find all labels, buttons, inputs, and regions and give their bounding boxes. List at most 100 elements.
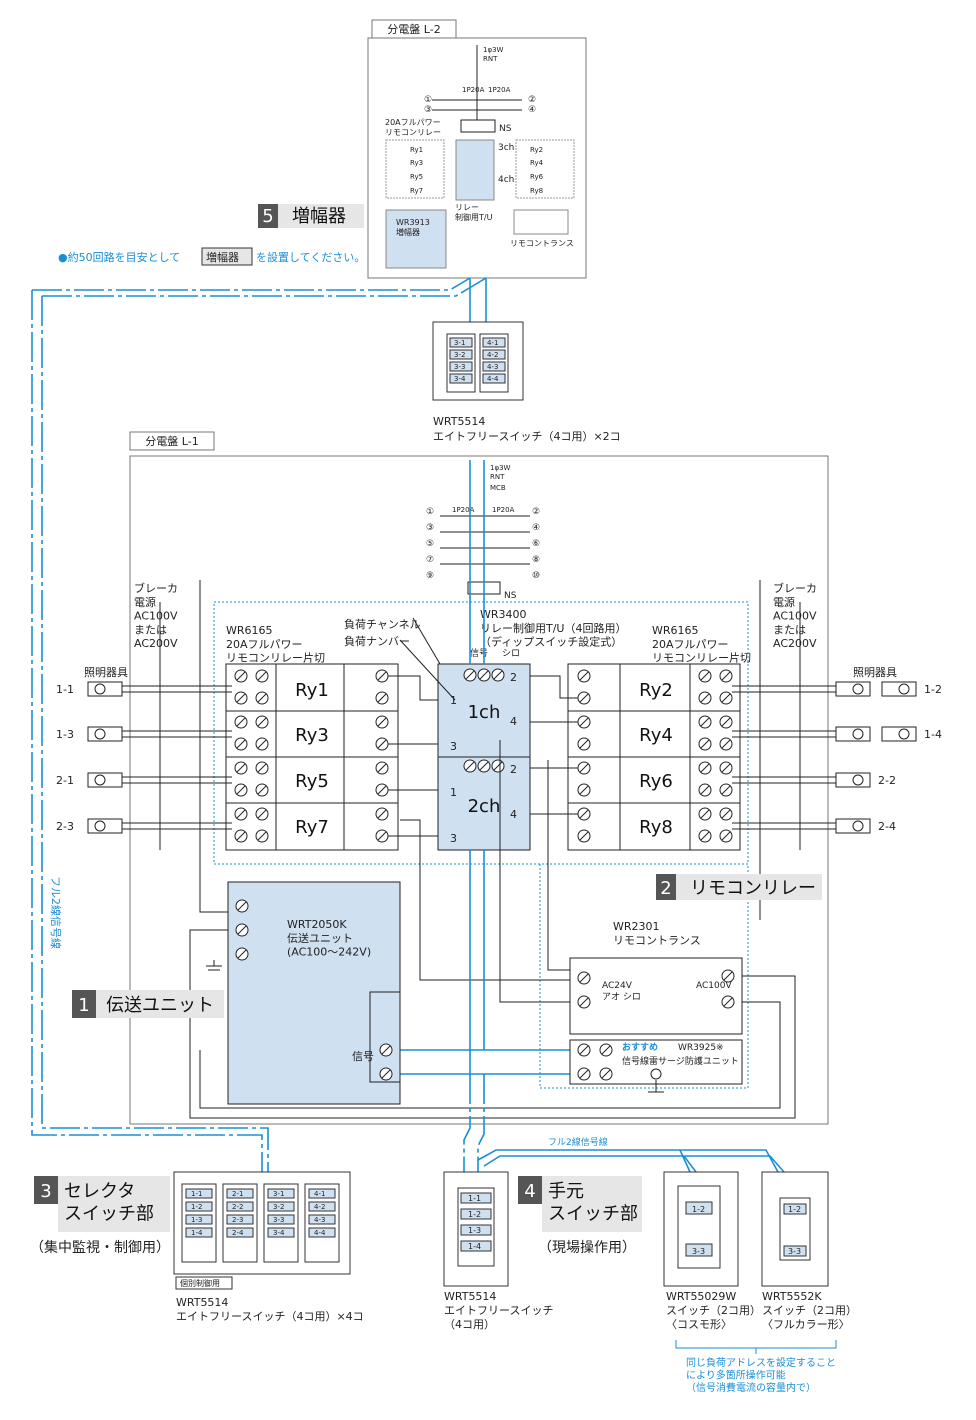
section-1-title: 伝送ユニット [106, 995, 214, 1016]
surge-desc: 信号線雷サージ防護ユニット [622, 1055, 739, 1067]
switch-label: 3-3 [454, 363, 465, 371]
local-switch-label: 1-2 [468, 1210, 481, 1219]
panel-l1-ns: NS [504, 591, 517, 601]
panel-l2-relay-tu: リレー制御用T/U [455, 203, 493, 222]
switch-label: 4-3 [487, 363, 498, 371]
relay-label: Ry7 [295, 817, 329, 838]
panel-l2-circuit-4: ④ [528, 105, 536, 115]
switch-label: 3-1 [454, 339, 465, 347]
amp-note: ●約50回路を目安として 増幅器 を設置してください。 [58, 247, 365, 266]
local-switch: 1-1 1-2 1-3 1-4 WRT5514 エイトフリースイッチ（4コ用） [443, 1171, 553, 1331]
panel-l2-relay: Ry3 [410, 159, 423, 167]
selector-switch-button [308, 1227, 336, 1238]
panel-l2-relay: Ry4 [530, 159, 544, 167]
surge-recommend: おすすめ [622, 1042, 658, 1053]
tu-signal-label: 信号 [470, 647, 488, 659]
panel-l2-ch3: 3ch [498, 143, 514, 153]
selector-switch-label: 2-4 [232, 1229, 244, 1237]
load-number-label: 負荷ナンバー [344, 635, 410, 648]
tu-shiro-label: シロ [502, 649, 520, 659]
panel-l1-circuit: ④ [532, 523, 540, 533]
switch-label: 3-4 [454, 375, 466, 383]
fullcolor-switch-label: 1-2 [788, 1205, 801, 1214]
fullcolor-switch-desc: スイッチ（2コ用）〈フルカラー形〉 [762, 1304, 857, 1331]
selector-model: WRT5514 [176, 1296, 228, 1309]
panel-l1-circuit: ⑦ [426, 555, 434, 565]
section-3-title: セレクタスイッチ部 [64, 1181, 154, 1225]
selector-tag: 個別制御用 [180, 1278, 220, 1288]
panel-l2-transformer: リモコントランス [510, 239, 574, 248]
switch-label: 4-4 [487, 375, 499, 383]
tu-num: 2 [510, 671, 517, 684]
selector-switch-label: 1-1 [191, 1190, 202, 1198]
section-3-sub: （集中監視・制御用） [30, 1239, 170, 1256]
tu-num: 3 [450, 832, 457, 845]
selector-switch-label: 4-2 [314, 1203, 325, 1211]
panel-l2-relay: Ry1 [410, 146, 423, 154]
local-switch-desc: エイトフリースイッチ（4コ用） [444, 1304, 553, 1331]
circuit-label: 1-3 [56, 728, 74, 741]
panel-l2-circuit-3: ③ [424, 105, 432, 115]
tu-num: 4 [510, 715, 517, 728]
section-2-num: 2 [660, 878, 671, 899]
tu-ch2: 2ch [468, 796, 501, 817]
cosmo-switch-label: 3-3 [692, 1247, 705, 1256]
section-5-amplifier: 5 増幅器 [258, 204, 364, 228]
section-1-num: 1 [78, 995, 89, 1016]
circuit-label: 1-4 [924, 728, 942, 741]
selector-switch-label: 2-2 [232, 1203, 243, 1211]
selector-switch-label: 1-4 [191, 1229, 203, 1237]
selector-switch-button [267, 1188, 295, 1199]
selector-switch-button [185, 1227, 213, 1238]
section-5-num: 5 [262, 206, 273, 227]
selector-switch-button [226, 1201, 254, 1212]
relay-label: Ry3 [295, 725, 329, 746]
footnote-bracket [675, 1340, 837, 1354]
switch-label: 3-2 [454, 351, 465, 359]
selector-switch-button [226, 1227, 254, 1238]
selector-switch-button [185, 1201, 213, 1212]
section-5-title: 増幅器 [292, 206, 346, 227]
panel-l2-breaker-label-2: 1P20A [488, 86, 511, 94]
selector-switch: 1-11-21-31-42-12-22-32-43-13-23-33-44-14… [173, 1171, 364, 1323]
section-4-local: 4 手元スイッチ部 （現場操作用） [518, 1176, 642, 1256]
selector-switch-label: 2-3 [232, 1216, 243, 1224]
panel-l1-circuit: ① [426, 507, 434, 517]
selector-switch-button [185, 1188, 213, 1199]
relays-right: Ry2 Ry4 Ry6 Ry8 [567, 663, 741, 851]
tu-ch1: 1ch [468, 702, 501, 723]
full2-horizontal-label: フル2線信号線 [548, 1136, 608, 1148]
relay-label: Ry8 [639, 817, 673, 838]
eight-switch-top-desc: エイトフリースイッチ（4コ用）×2コ [433, 430, 621, 443]
panel-l1-circuit: ⑨ [426, 571, 434, 581]
load-channel-label: 負荷チャンネル [344, 618, 421, 631]
section-3-num: 3 [40, 1181, 51, 1202]
selector-switch-label: 3-4 [273, 1229, 285, 1237]
panel-l2-breaker-label-1: 1P20A [462, 86, 485, 94]
selector-switch-label: 4-1 [314, 1190, 325, 1198]
panel-l2-title: 分電盤 L-2 [387, 23, 440, 36]
circuit-label: 1-2 [924, 683, 942, 696]
panel-l1-circuit: ② [532, 507, 540, 517]
panel-l1-breaker-label-2: 1P20A [492, 506, 515, 514]
selector-switch-button [267, 1227, 295, 1238]
tu-num: 1 [450, 786, 457, 799]
selector-switch-button [267, 1214, 295, 1225]
signal-lines-top [31, 277, 487, 1172]
selector-switch-label: 4-3 [314, 1216, 325, 1224]
cosmo-switch-label: 1-2 [692, 1205, 705, 1214]
selector-switch-label: 3-2 [273, 1203, 284, 1211]
circuit-label: 2-3 [56, 820, 74, 833]
panel-l2-ns: NS [499, 124, 512, 134]
selector-switch-button [226, 1188, 254, 1199]
amp-note-pre: ●約50回路を目安として [58, 250, 180, 264]
